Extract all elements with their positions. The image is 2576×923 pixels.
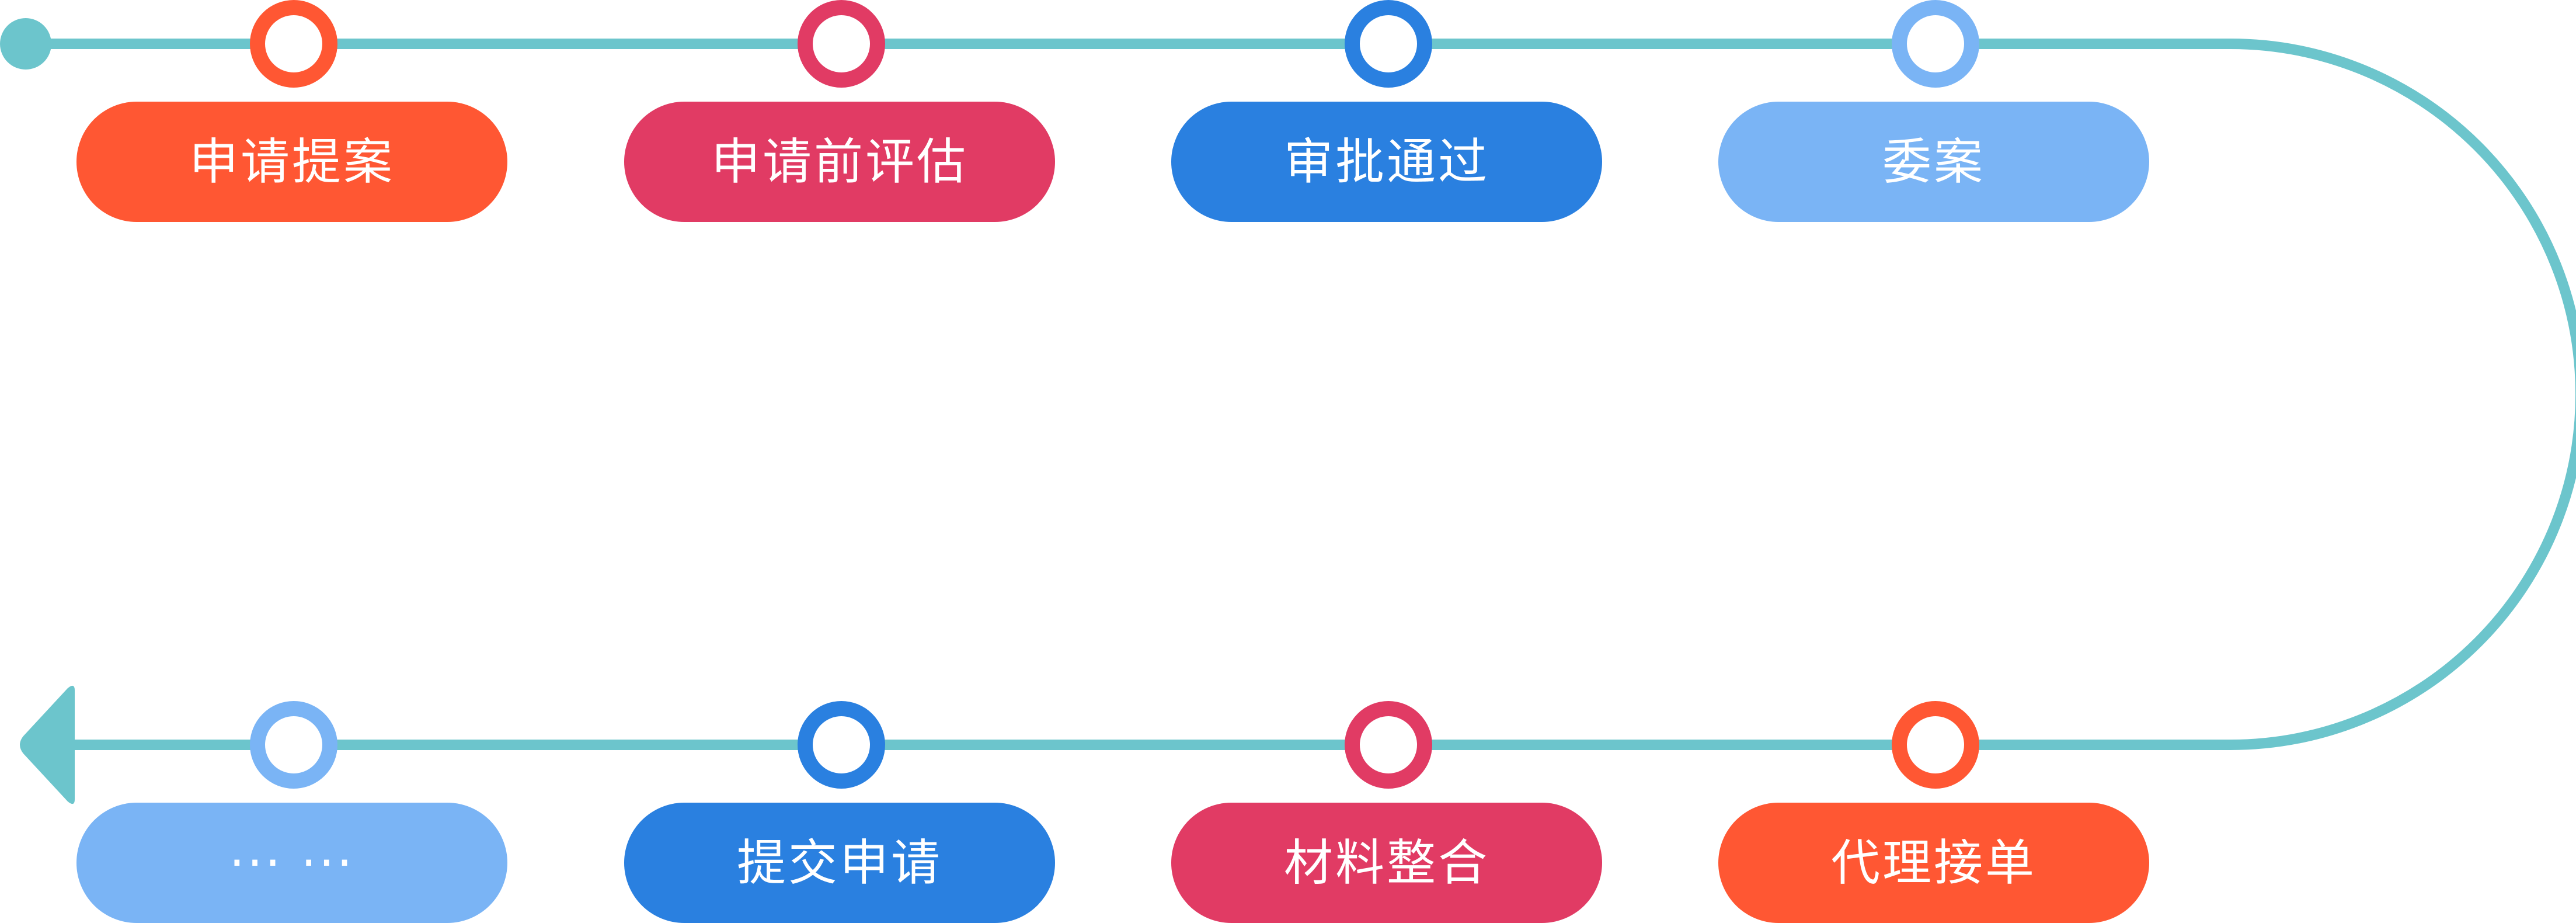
node-ring-bottom-2: [1345, 701, 1432, 789]
node-ring-top-4: [1892, 0, 1979, 88]
step-pill-material-integration: 材料整合: [1171, 803, 1602, 923]
step-label: 审批通过: [1283, 133, 1489, 190]
step-label: 申请提案: [189, 133, 395, 190]
step-label: 提交申请: [736, 834, 942, 891]
step-pill-approved: 审批通过: [1171, 102, 1602, 222]
step-label: ··· ···: [229, 834, 355, 891]
step-pill-commission: 委案: [1718, 102, 2149, 222]
step-label: 代理接单: [1830, 834, 2037, 891]
node-ring-top-3: [1345, 0, 1432, 88]
step-pill-agent-accept: 代理接单: [1718, 803, 2149, 923]
step-pill-more: ··· ···: [76, 803, 507, 923]
node-ring-bottom-1: [1892, 701, 1979, 789]
node-ring-bottom-3: [798, 701, 885, 789]
start-dot-icon: [0, 18, 51, 70]
step-label: 申请前评估: [711, 133, 968, 190]
node-ring-top-2: [798, 0, 885, 88]
step-pill-submit-application: 提交申请: [624, 803, 1055, 923]
step-label: 委案: [1882, 133, 1985, 190]
step-pill-apply-proposal: 申请提案: [76, 102, 507, 222]
step-pill-pre-assessment: 申请前评估: [624, 102, 1055, 222]
track-line: [20, 39, 2576, 750]
arrow-left-icon: [20, 685, 75, 804]
node-ring-top-1: [250, 0, 337, 88]
node-ring-bottom-4: [250, 701, 337, 789]
step-label: 材料整合: [1283, 834, 1489, 891]
